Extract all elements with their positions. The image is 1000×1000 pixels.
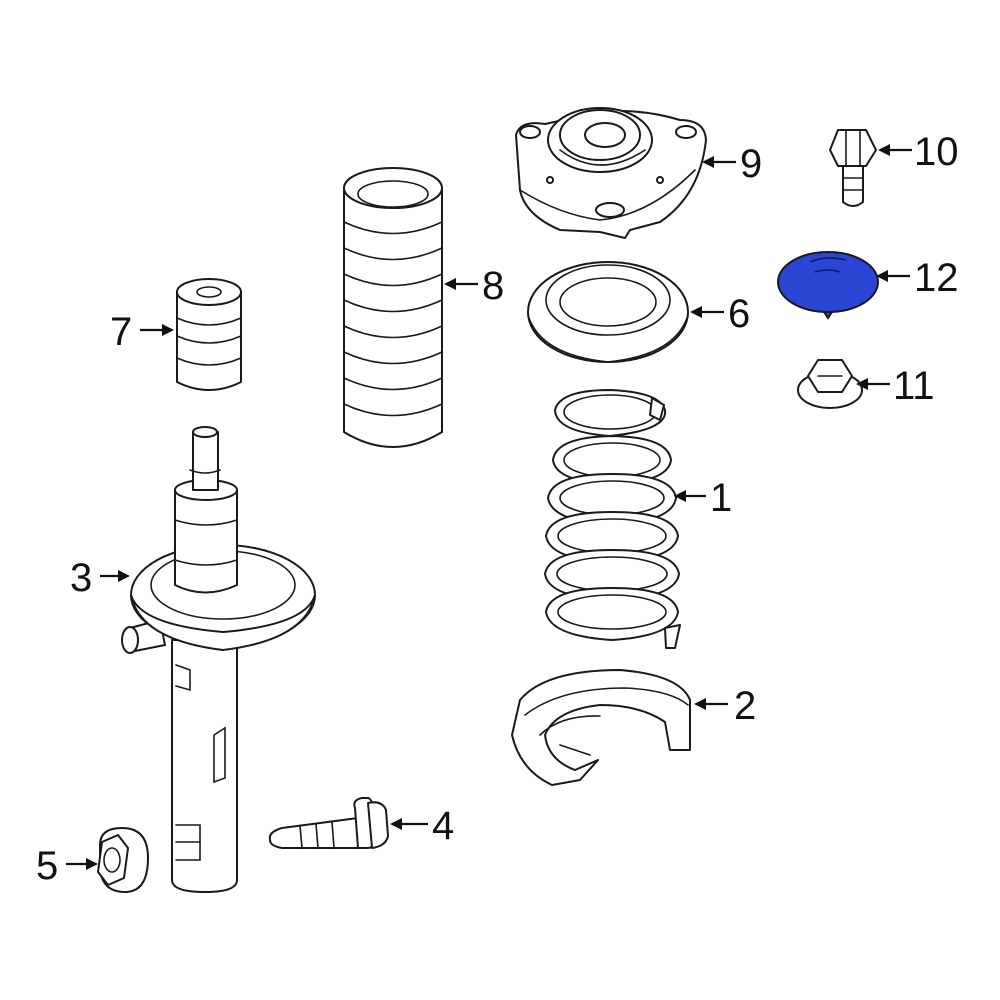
bolt-part-4[interactable] [268, 797, 389, 849]
callout-5: 5 [36, 844, 98, 888]
callout-4-label: 4 [432, 804, 454, 848]
callout-11-label: 11 [893, 364, 935, 408]
callout-3-label: 3 [70, 556, 92, 600]
callout-9-label: 9 [740, 142, 762, 186]
flange-nut-part-5[interactable] [97, 827, 149, 893]
callout-5-label: 5 [36, 844, 58, 888]
bolt-part-10[interactable] [829, 129, 877, 207]
callout-4: 4 [390, 804, 454, 848]
coil-spring-part-1[interactable] [544, 389, 681, 649]
dust-boot-part-8[interactable] [343, 167, 443, 448]
callout-7-label: 7 [110, 310, 132, 354]
callout-12: 12 [876, 256, 959, 300]
flange-nut-part-11[interactable] [797, 359, 863, 409]
callout-9: 9 [702, 142, 762, 186]
callout-1: 1 [674, 476, 732, 520]
callout-12-label: 12 [914, 256, 959, 300]
callout-1-label: 1 [710, 476, 732, 520]
callout-3: 3 [70, 556, 130, 600]
cap-part-12-highlighted[interactable] [777, 251, 879, 320]
upper-spring-seat-part-6[interactable] [527, 261, 689, 363]
strut-assembly[interactable] [121, 426, 316, 893]
callout-7: 7 [110, 310, 174, 354]
callout-6-label: 6 [728, 292, 750, 336]
callout-2: 2 [694, 684, 756, 728]
strut-mount-part-9[interactable] [515, 107, 707, 239]
bump-stop-part-7[interactable] [176, 278, 242, 391]
callout-8-label: 8 [482, 264, 504, 308]
callout-2-label: 2 [734, 684, 756, 728]
callout-10-label: 10 [914, 130, 959, 174]
callout-10: 10 [878, 130, 959, 174]
callout-8: 8 [444, 264, 504, 308]
callout-11: 11 [856, 364, 935, 408]
callout-6: 6 [690, 292, 750, 336]
lower-spring-pad-part-2[interactable] [511, 669, 691, 786]
